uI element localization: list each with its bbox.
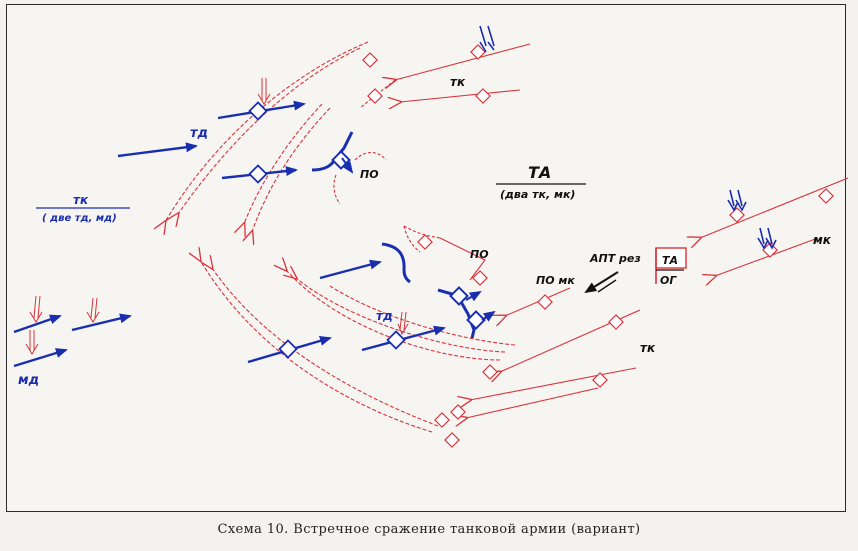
diagram-frame bbox=[6, 4, 846, 512]
label-po-upper: ПО bbox=[360, 168, 379, 181]
enemy-arrow-lower-3 bbox=[286, 270, 501, 361]
label-mk: мк bbox=[813, 233, 832, 247]
friendly-unit-markers bbox=[248, 101, 406, 359]
apt-reserve-arrow bbox=[584, 271, 619, 294]
friendly-arrows bbox=[13, 100, 446, 368]
label-command-ta: ТА bbox=[662, 254, 678, 267]
label-md: мд bbox=[18, 373, 39, 388]
friendly-defense-boxes bbox=[331, 150, 486, 330]
friendly-arrow-right bbox=[71, 313, 132, 332]
label-po-mk: ПО мк bbox=[536, 274, 575, 287]
friendly-arrow-td-main bbox=[117, 142, 198, 158]
enemy-unit-markers bbox=[362, 44, 834, 448]
label-td: тд bbox=[190, 126, 208, 141]
enemy-column-tk-lower-2 bbox=[470, 367, 637, 400]
label-command-og: ОГ bbox=[660, 274, 677, 287]
label-ta-numerator: ТА bbox=[528, 163, 551, 182]
enemy-arrow-upper-left-4 bbox=[244, 103, 323, 224]
label-tk-top: тк bbox=[450, 75, 466, 89]
friendly-short-arrows bbox=[341, 157, 496, 322]
label-tk-left-numerator: тк bbox=[73, 193, 89, 207]
enemy-arrow-lower-2 bbox=[212, 268, 439, 427]
enemy-column-mk-2 bbox=[715, 237, 819, 276]
enemy-column-tk-top-1 bbox=[395, 43, 531, 80]
friendly-arrow-md-1 bbox=[13, 314, 62, 334]
enemy-air-strikes bbox=[25, 78, 409, 355]
label-tk-lower: тк bbox=[640, 341, 656, 355]
label-tk-left-denominator: ( две тд, мд) bbox=[42, 213, 117, 224]
enemy-defense-hooks bbox=[333, 151, 441, 253]
defense-line-lower bbox=[437, 288, 476, 339]
enemy-command-post bbox=[655, 247, 687, 284]
label-td-lower: тд bbox=[376, 309, 393, 323]
enemy-arrow-lower-1 bbox=[200, 260, 433, 433]
enemy-column-tk-top-2 bbox=[400, 89, 521, 102]
label-po-middle: ПО bbox=[470, 248, 489, 261]
friendly-air-strikes bbox=[479, 25, 777, 250]
enemy-column-tk-lower-3 bbox=[466, 387, 599, 418]
label-apt-rez: АПТ рез bbox=[589, 252, 641, 265]
label-ta-denominator: (два тк, мк) bbox=[500, 188, 575, 201]
enemy-arrow-upper-left-3 bbox=[252, 107, 331, 232]
defense-line-middle bbox=[381, 242, 411, 284]
figure-caption: Схема 10. Встречное сражение танковой ар… bbox=[217, 522, 641, 537]
enemy-columns bbox=[359, 43, 849, 418]
enemy-column-mk-1 bbox=[700, 177, 849, 238]
labels: тк тд тк ( две тд, мд) ПО ТА (два тк, мк… bbox=[18, 75, 832, 388]
friendly-arrow-md-2 bbox=[13, 348, 68, 368]
enemy-sweep-arrows bbox=[165, 41, 516, 433]
enemy-arrow-upper-left-1 bbox=[165, 41, 369, 222]
enemy-column-po-1 bbox=[439, 237, 486, 281]
enemy-arrow-lower-5 bbox=[329, 285, 516, 346]
friendly-arrow-middle bbox=[319, 259, 382, 280]
